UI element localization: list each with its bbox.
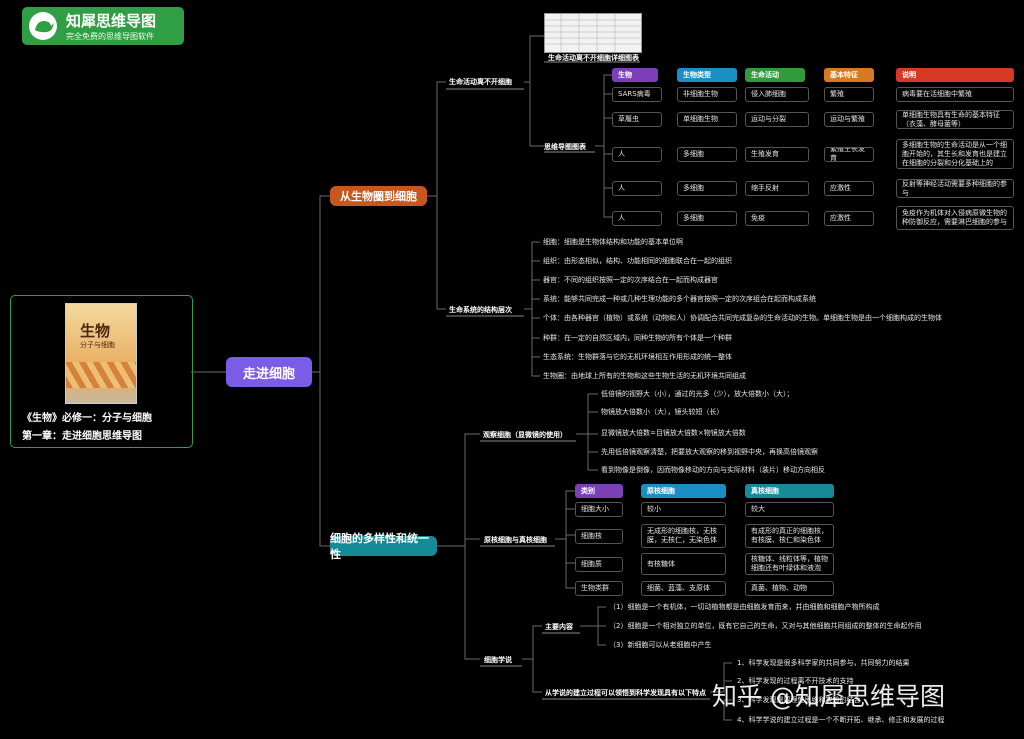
section-2-node[interactable]: 细胞的多样性和统一性	[330, 532, 437, 561]
compare-header-eukaryote: 真核细胞	[745, 484, 834, 498]
microscope-note: 看到物像是倒像，因而物像移动的方向与实际材料（装片）移动方向相反	[601, 466, 825, 474]
cell-theory-content-label: 主要内容	[545, 623, 573, 631]
compare-cell: 细胞核	[575, 528, 623, 544]
table-header-feature: 基本特征	[824, 68, 874, 82]
life-table-cell: 非细胞生物	[677, 87, 737, 102]
cell-theory-point: （2）细胞是一个相对独立的单位，既有它自己的生命，又对与其他细胞共同组成的整体的…	[609, 622, 922, 630]
rhino-logo-icon	[29, 12, 57, 40]
life-table-cell: 单细胞生物具有生命的基本特征（衣藻、酵母菌等）	[896, 110, 1014, 129]
life-level-item: 种群：在一定的自然区域内，同种生物的所有个体是一个种群	[543, 334, 732, 342]
life-table-cell: 多细胞	[677, 210, 737, 226]
table-thumbnail-label: 生命活动离不开细胞详细图表	[548, 54, 639, 62]
life-table-cell: 应激性	[824, 181, 874, 196]
brand-slogan: 完全免费的思维导图软件	[66, 32, 154, 41]
compare-header-category: 类别	[575, 484, 623, 498]
sub-node-life-activity[interactable]: 生命活动离不开细胞	[449, 78, 512, 86]
table-thumbnail-image	[544, 13, 642, 53]
compare-cell: 较小	[641, 502, 726, 517]
table-header-type: 生物类型	[677, 68, 737, 82]
sub-node-microscope[interactable]: 观察细胞（显微镜的使用）	[483, 431, 567, 439]
brand-name: 知犀思维导图	[66, 12, 157, 30]
science-feature-item: 2、科学发现的过程离不开技术的支持	[737, 677, 854, 685]
book-caption-2: 第一章：走进细胞思维导图	[22, 431, 142, 442]
life-table-cell: 应激性	[824, 210, 874, 226]
table-header-organism: 生物	[612, 68, 658, 82]
microscope-note: 低倍镜的视野大（小），通过的光多（少），放大倍数小（大）；	[601, 390, 794, 398]
life-level-item: 生物圈：由地球上所有的生物和这些生物生活的无机环境共同组成	[543, 372, 746, 380]
sub-node-life-system-levels[interactable]: 生命系统的结构层次	[449, 306, 512, 314]
life-table-cell: 生殖发育	[745, 146, 809, 162]
science-feature-item: 3、科学发现需要理性思维和实验的结合	[737, 696, 861, 704]
cell-theory-point: （3）新细胞可以从老细胞中产生	[609, 641, 712, 649]
cell-theory-point: （1）细胞是一个有机体，一切动植物都是由细胞发育而来，并由细胞和细胞产物所构成	[609, 603, 880, 611]
life-level-item: 组织：由形态相似，结构、功能相同的细胞联合在一起的组织	[543, 257, 732, 265]
life-table-cell: 繁殖生长发育	[824, 146, 874, 162]
life-level-item: 个体：由各种器官（植物）或系统（动物和人）协调配合共同完成复杂的生命活动的生物。…	[543, 314, 942, 322]
table-header-note: 说明	[896, 68, 1014, 82]
life-table-cell: 多细胞生物的生命活动是从一个细胞开始的，其生长和发育也是建立在细胞的分裂和分化基…	[896, 139, 1014, 169]
life-table-cell: 单细胞生物	[677, 112, 737, 127]
cell-theory-process-label: 从学说的建立过程可以领悟到科学发现具有以下特点	[545, 689, 706, 697]
science-feature-item: 4、科学学说的建立过程是一个不断开拓、继承、修正和发展的过程	[737, 716, 945, 724]
life-level-item: 生态系统：生物群落与它的无机环境相互作用形成的统一整体	[543, 353, 732, 361]
life-table-cell: 繁殖	[824, 87, 874, 102]
life-table-cell: 运动与繁殖	[824, 112, 874, 127]
life-table-cell: 多细胞	[677, 146, 737, 162]
compare-cell: 细胞大小	[575, 502, 623, 517]
zhihu-watermark: 知乎 @知犀思维导图	[712, 682, 945, 711]
microscope-note: 显微镜放大倍数=目镜放大倍数×物镜放大倍数	[601, 429, 746, 437]
life-table-cell: 人	[612, 210, 662, 226]
life-table-cell: 侵入肺细胞	[745, 87, 809, 102]
life-table-cell: 反射等神经活动需要多种细胞的参与	[896, 179, 1014, 198]
compare-cell: 细菌、蓝藻、支原体	[641, 581, 726, 596]
book-cover-subtitle: 分子与细胞	[80, 341, 115, 349]
compare-cell: 细胞质	[575, 556, 623, 572]
compare-cell: 真菌、植物、动物	[745, 581, 834, 596]
compare-cell: 生物类群	[575, 581, 623, 596]
book-cover-title: 生物	[80, 322, 111, 340]
mindmap-table-label: 思维导图图表	[544, 143, 586, 151]
sub-node-prokaryote-eukaryote[interactable]: 原核细胞与真核细胞	[484, 536, 547, 544]
life-level-item: 器官：不同的组织按照一定的次序结合在一起而构成器官	[543, 276, 718, 284]
life-table-cell: 草履虫	[612, 112, 662, 127]
compare-cell: 较大	[745, 502, 834, 517]
life-table-cell: 多细胞	[677, 181, 737, 196]
life-table-cell: 运动与分裂	[745, 112, 809, 127]
life-table-cell: 免疫作为机体对入侵病原微生物的种防御反应，需要淋巴细胞的参与	[896, 206, 1014, 230]
section-1-node[interactable]: 从生物圈到细胞	[330, 186, 427, 206]
book-cover-image: 生物 分子与细胞	[65, 303, 137, 404]
compare-header-prokaryote: 原核细胞	[641, 484, 726, 498]
life-table-cell: 人	[612, 181, 662, 196]
life-table-cell: 缩手反射	[745, 181, 809, 196]
root-node[interactable]: 走进细胞	[226, 357, 312, 387]
science-feature-item: 1、科学发现是很多科学家的共同参与，共同努力的结果	[737, 659, 910, 667]
life-table-cell: SARS病毒	[612, 87, 662, 102]
compare-cell: 有核糖体	[641, 553, 726, 575]
microscope-note: 先用低倍镜观察清楚，把要放大观察的移到视野中央，再换高倍镜观察	[601, 448, 818, 456]
microscope-note: 物镜放大倍数小（大），镜头较短（长）	[601, 408, 724, 416]
life-level-item: 系统：能够共同完成一种或几种生理功能的多个器官按照一定的次序组合在起而构成系统	[543, 295, 816, 303]
compare-cell: 有成形的真正的细胞核，有核膜、核仁和染色体	[745, 524, 834, 548]
life-level-item: 细胞：细胞是生物体结构和功能的基本单位啊	[543, 238, 683, 246]
book-caption-1: 《生物》必修一：分子与细胞	[22, 413, 152, 424]
sub-node-cell-theory[interactable]: 细胞学说	[484, 656, 512, 664]
book-panel	[10, 295, 193, 448]
life-table-cell: 免疫	[745, 210, 809, 226]
life-table-cell: 人	[612, 146, 662, 162]
compare-cell: 核糖体、线粒体等，植物细胞还有叶绿体和液泡	[745, 553, 834, 575]
life-table-cell: 病毒要在活细胞中繁殖	[896, 87, 1014, 102]
brand-badge[interactable]: 知犀思维导图 完全免费的思维导图软件	[22, 7, 184, 45]
table-header-activity: 生命活动	[745, 68, 805, 82]
compare-cell: 无成形的细胞核，无核膜，无核仁，无染色体	[641, 524, 726, 548]
